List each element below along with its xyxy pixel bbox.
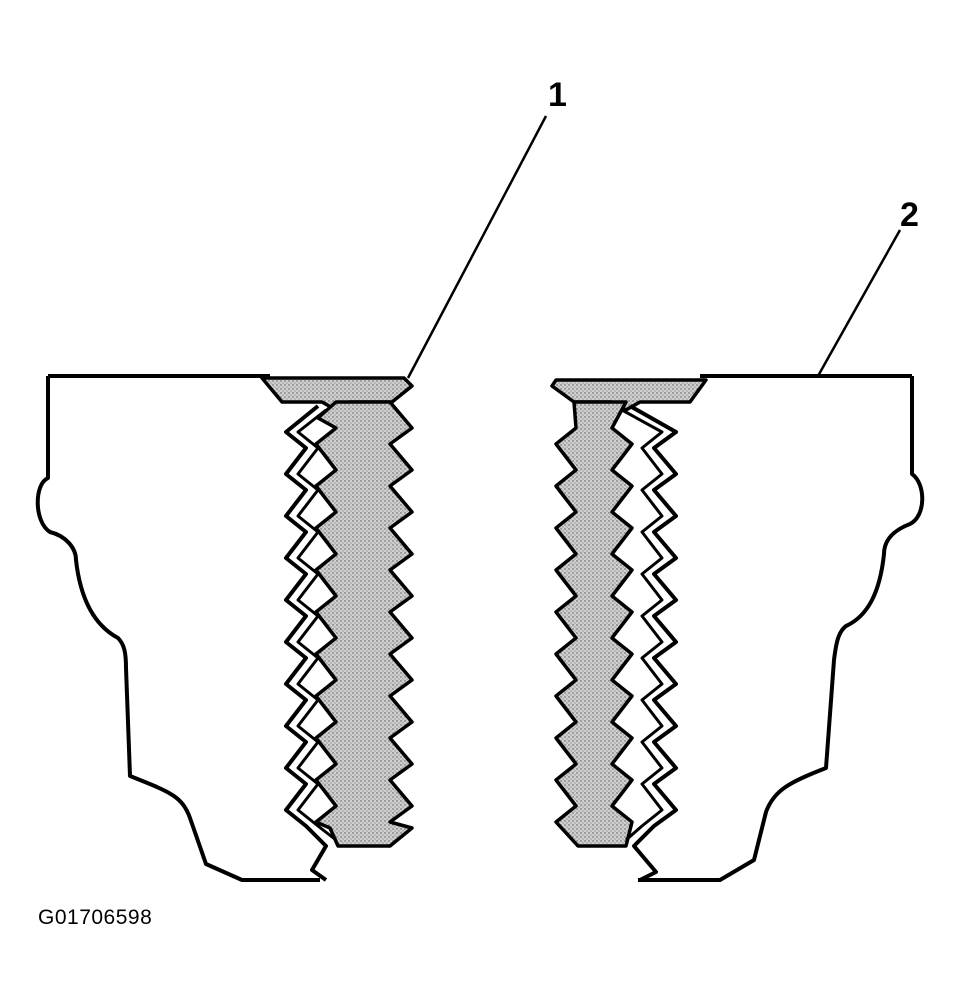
- callout-2: 2: [816, 196, 919, 377]
- figure-id: G01706598: [38, 906, 153, 929]
- left-housing-section: [35, 374, 414, 882]
- right-housing-outline: [638, 374, 925, 882]
- callout-number-1: 1: [548, 76, 567, 114]
- right-insert-body: [554, 400, 634, 848]
- left-housing-thread-inner: [296, 408, 337, 842]
- leader-line-2: [816, 229, 902, 377]
- right-insert-flange: [550, 378, 708, 412]
- callout-number-2: 2: [900, 196, 919, 234]
- leader-line-1: [406, 115, 548, 379]
- right-housing-thread-inner: [621, 408, 664, 842]
- right-housing-thread: [629, 404, 678, 882]
- left-housing-thread: [284, 404, 328, 882]
- right-housing-section: [550, 374, 925, 882]
- left-insert-body: [314, 400, 414, 848]
- callout-1: 1: [406, 76, 567, 379]
- left-housing-outline: [35, 374, 320, 882]
